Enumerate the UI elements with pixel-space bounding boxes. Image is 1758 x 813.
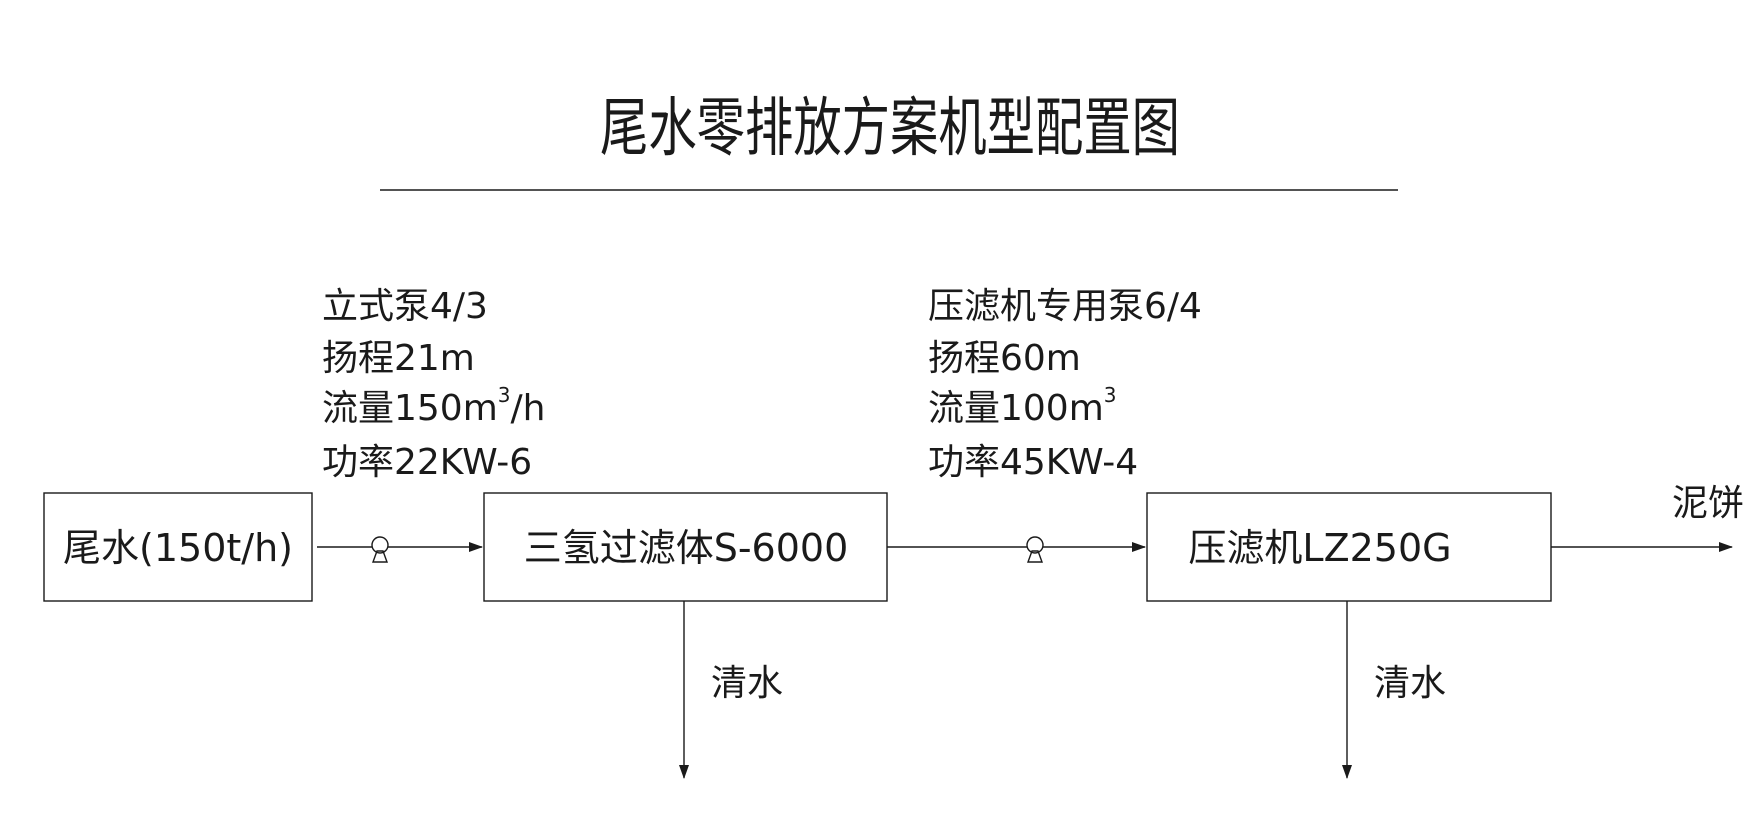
pump-2-power: 功率45KW-4 (928, 442, 1138, 483)
pump-2-icon (1026, 536, 1044, 563)
source-box (43, 492, 313, 602)
pump-1-flow-value: 流量150m (322, 388, 498, 429)
pump-1-specs: 立式泵4/3 扬程21m 流量150m3/h 功率22KW-6 (322, 286, 545, 483)
clear-water-label-2: 清水 (1374, 663, 1446, 704)
pump-1-flow: 流量150m3/h (322, 383, 545, 429)
press-label: 压滤机LZ250G (1188, 526, 1451, 570)
pump-1-flow-sup: 3 (498, 383, 511, 407)
pump-2-head: 扬程60m (928, 338, 1081, 379)
source-label: 尾水(150t/h) (63, 526, 293, 570)
pump-2-model: 压滤机专用泵6/4 (928, 286, 1202, 327)
clear-water-label-1: 清水 (711, 663, 783, 704)
filter-label: 三氢过滤体S-6000 (524, 526, 849, 570)
pump-2-flow: 流量100m3 (928, 383, 1117, 429)
pump-1-head: 扬程21m (322, 338, 475, 379)
pump-2-specs: 压滤机专用泵6/4 扬程60m 流量100m3 功率45KW-4 (928, 286, 1202, 483)
pump-1-model: 立式泵4/3 (322, 286, 488, 327)
pump-1-icon (371, 536, 389, 563)
diagram-title: 尾水零排放方案机型配置图 (600, 92, 1180, 166)
pump-1-power: 功率22KW-6 (322, 442, 532, 483)
pump-2-flow-value: 流量100m (928, 388, 1104, 429)
pump-2-flow-sup: 3 (1104, 383, 1117, 407)
mud-cake-label: 泥饼 (1672, 483, 1744, 524)
pump-1-flow-unit: /h (511, 388, 546, 429)
